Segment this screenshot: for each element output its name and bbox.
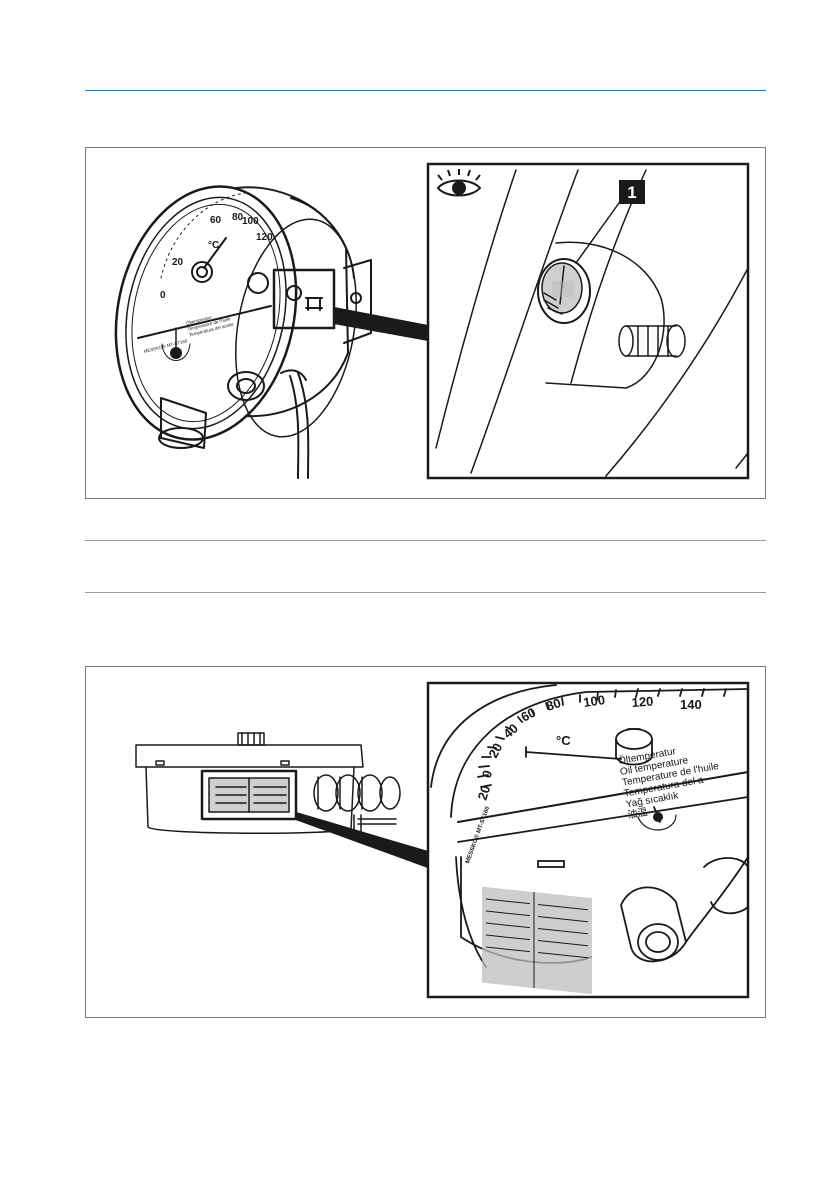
figure-1: 0 20 60 80 100 120 °C MESSKO® MT-ST160 Ö… — [85, 147, 766, 499]
scale-tick-120: 120 — [631, 694, 654, 710]
scale-tick-140: 140 — [680, 697, 702, 712]
header-rule — [85, 90, 766, 91]
gauge-tick-0: 0 — [160, 290, 166, 301]
table-rule-bottom — [85, 592, 766, 593]
gauge-tick-120: 120 — [256, 232, 273, 243]
callout-label: 1 — [627, 183, 636, 202]
gauge-tick-100: 100 — [242, 216, 259, 227]
figure-2: 20 0 20 40 60 80 100 120 140 °C MESSKO® … — [85, 666, 766, 1018]
gauge-tick-60: 60 — [210, 215, 222, 226]
detail-panel: 1 — [428, 164, 748, 478]
figure-1-illustration: 0 20 60 80 100 120 °C MESSKO® MT-ST160 Ö… — [86, 148, 767, 500]
gauge-tick-20: 20 — [172, 257, 184, 268]
scale-tick-100: 100 — [582, 692, 606, 710]
figure-2-illustration: 20 0 20 40 60 80 100 120 140 °C MESSKO® … — [86, 667, 767, 1019]
detail-panel-2: 20 0 20 40 60 80 100 120 140 °C MESSKO® … — [428, 683, 748, 997]
table-rule-top — [85, 540, 766, 541]
gauge-unit: °C — [208, 240, 219, 251]
scale-unit: °C — [556, 733, 571, 748]
